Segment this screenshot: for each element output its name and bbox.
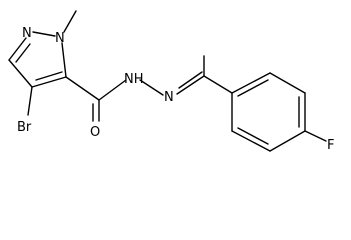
bond-c5-n2 xyxy=(61,42,67,78)
bond-n1-n2 xyxy=(32,31,56,37)
bond-nh-n xyxy=(139,79,164,96)
atom-label-n-ring: N xyxy=(22,26,32,41)
chemical-structure-drawing: N N Br O NH N F xyxy=(8,10,334,153)
atom-label-f: F xyxy=(327,138,334,153)
bond-ph-4 xyxy=(269,130,306,152)
bond-n-methyl xyxy=(63,10,77,33)
atom-label-n-methyl: N xyxy=(55,31,65,46)
structure-canvas: N N Br O NH N F xyxy=(8,10,334,153)
bond-n1-c3 xyxy=(8,37,27,61)
bond-c5-carbonyl xyxy=(65,76,100,101)
bond-n-c-imine-double xyxy=(178,71,203,89)
bond-c4-c5-double xyxy=(35,71,63,81)
bond-ph-1 xyxy=(231,72,271,94)
bond-imine-phenyl xyxy=(203,75,233,94)
bond-c3-c4 xyxy=(8,59,33,88)
bond-c4-br xyxy=(27,86,33,116)
phenyl-ring xyxy=(231,72,306,152)
bond-ph-5 xyxy=(231,130,271,152)
bond-c4-c5 xyxy=(31,76,67,88)
bond-ph-5-inner xyxy=(237,127,269,145)
bond-ph-1-inner xyxy=(237,79,269,97)
atom-label-o: O xyxy=(90,125,100,140)
atom-label-n-imine: N xyxy=(164,90,174,105)
atom-label-nh: NH xyxy=(124,72,144,87)
atom-label-br: Br xyxy=(17,120,32,135)
bond-c-f xyxy=(304,130,327,142)
bond-n1-c3-double xyxy=(15,43,31,63)
bond-carbonyl-nh xyxy=(98,79,127,101)
bond-ph-2 xyxy=(269,72,306,94)
pyrazole-ring xyxy=(8,31,67,88)
bond-n-c-imine xyxy=(176,75,205,95)
